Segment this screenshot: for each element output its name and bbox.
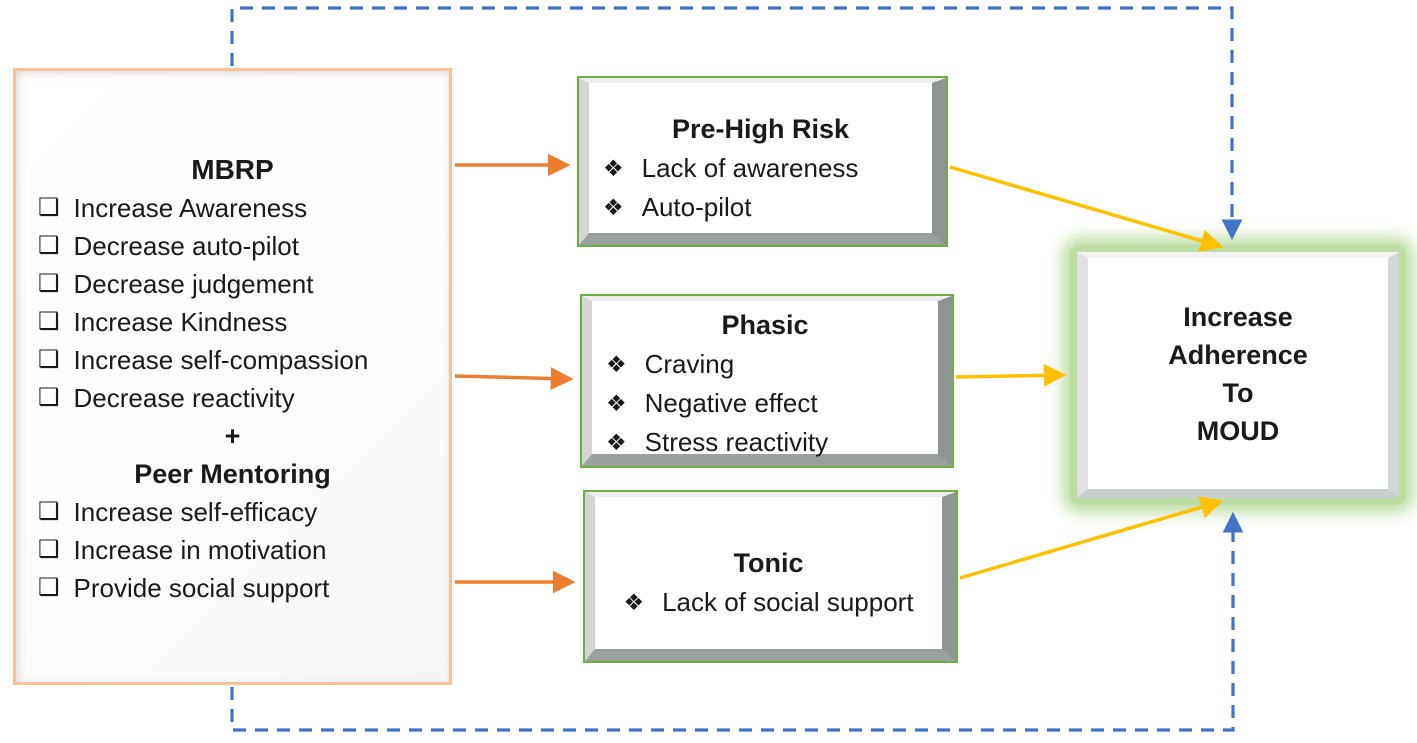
list-item: ❖ Craving: [592, 345, 938, 384]
checkbox-icon: ❑: [38, 308, 60, 335]
list-item: ❑ Increase self-efficacy: [16, 493, 449, 531]
box-bevel: Phasic ❖ Craving ❖ Negative effect ❖ Str…: [582, 296, 952, 466]
box-bevel: Tonic ❖ Lack of social support: [585, 492, 956, 661]
list-item: ❑ Decrease judgement: [16, 265, 449, 303]
checkbox-icon: ❑: [38, 194, 60, 221]
checkbox-icon: ❑: [38, 536, 60, 563]
list-item: ❖ Lack of social support: [595, 583, 942, 622]
diamond-bullet-icon: ❖: [606, 351, 627, 377]
list-item-label: Lack of social support: [662, 587, 914, 617]
diamond-bullet-icon: ❖: [603, 194, 624, 220]
moud-line: Increase: [1183, 301, 1293, 332]
tonic-title: Tonic: [733, 548, 804, 578]
moud-line: To: [1222, 377, 1254, 408]
list-item-label: Decrease reactivity: [73, 383, 295, 413]
diamond-bullet-icon: ❖: [603, 155, 624, 181]
box-bevel: Pre-High Risk ❖ Lack of awareness ❖ Auto…: [579, 78, 946, 245]
checkbox-icon: ❑: [38, 270, 60, 297]
list-item: ❖ Stress reactivity: [592, 423, 938, 462]
list-item-label: Increase in motivation: [73, 535, 327, 565]
tonic-box: Tonic ❖ Lack of social support: [583, 490, 958, 663]
arrow-tonic-to-moud: [959, 496, 1224, 580]
list-item-label: Decrease auto-pilot: [73, 231, 299, 261]
moud-outcome-box: Increase Adherence To MOUD: [1070, 245, 1406, 505]
mbrp-box-content: MBRP ❑ Increase Awareness ❑ Decrease aut…: [16, 71, 449, 607]
arrow-mbrp-to-phasic: [454, 367, 574, 390]
phasic-content: Phasic ❖ Craving ❖ Negative effect ❖ Str…: [592, 301, 938, 462]
list-item-label: Increase self-compassion: [73, 345, 369, 375]
list-item-label: Increase Awareness: [73, 193, 308, 223]
list-item-label: Craving: [644, 349, 735, 379]
list-item-label: Provide social support: [73, 573, 330, 603]
tonic-content: Tonic ❖ Lack of social support: [595, 497, 942, 622]
phasic-title: Phasic: [721, 310, 809, 340]
arrow-prehighrisk-to-moud: [949, 165, 1224, 252]
peer-mentoring-title: Peer Mentoring: [134, 459, 331, 489]
phasic-box: Phasic ❖ Craving ❖ Negative effect ❖ Str…: [580, 294, 954, 468]
list-item-label: Auto-pilot: [641, 192, 752, 222]
list-item: ❑ Increase self-compassion: [16, 341, 449, 379]
moud-outcome-content: Increase Adherence To MOUD: [1077, 252, 1399, 498]
mbrp-peer-mentoring-box: MBRP ❑ Increase Awareness ❑ Decrease aut…: [13, 68, 452, 685]
list-item-label: Lack of awareness: [641, 153, 859, 183]
moud-line: MOUD: [1196, 415, 1280, 446]
diamond-bullet-icon: ❖: [606, 390, 627, 416]
list-item: ❑ Provide social support: [16, 569, 449, 607]
checkbox-icon: ❑: [38, 384, 60, 411]
list-item: ❑ Increase in motivation: [16, 531, 449, 569]
list-item-label: Increase Kindness: [73, 307, 288, 337]
list-item-label: Increase self-efficacy: [73, 497, 318, 527]
list-item: ❖ Auto-pilot: [589, 188, 932, 227]
diamond-bullet-icon: ❖: [623, 589, 645, 615]
pre-high-risk-title: Pre-High Risk: [671, 114, 850, 144]
list-item: ❖ Lack of awareness: [589, 149, 932, 188]
pre-high-risk-content: Pre-High Risk ❖ Lack of awareness ❖ Auto…: [589, 83, 932, 227]
list-item: ❑ Increase Kindness: [16, 303, 449, 341]
arrow-phasic-to-moud: [955, 363, 1067, 387]
checkbox-icon: ❑: [38, 498, 60, 525]
list-item-label: Decrease judgement: [73, 269, 314, 299]
list-item: ❑ Decrease auto-pilot: [16, 227, 449, 265]
list-item-label: Negative effect: [644, 388, 818, 418]
list-item-label: Stress reactivity: [644, 427, 829, 457]
checkbox-icon: ❑: [38, 346, 60, 373]
checkbox-icon: ❑: [38, 232, 60, 259]
mbrp-title: MBRP: [191, 154, 274, 185]
list-item: ❖ Negative effect: [592, 384, 938, 423]
moud-line: Adherence: [1168, 339, 1308, 370]
list-item: ❑ Decrease reactivity: [16, 379, 449, 417]
diamond-bullet-icon: ❖: [606, 429, 627, 455]
list-item: ❑ Increase Awareness: [16, 189, 449, 227]
pre-high-risk-box: Pre-High Risk ❖ Lack of awareness ❖ Auto…: [577, 76, 948, 247]
checkbox-icon: ❑: [38, 574, 60, 601]
plus-connector: +: [224, 421, 241, 451]
